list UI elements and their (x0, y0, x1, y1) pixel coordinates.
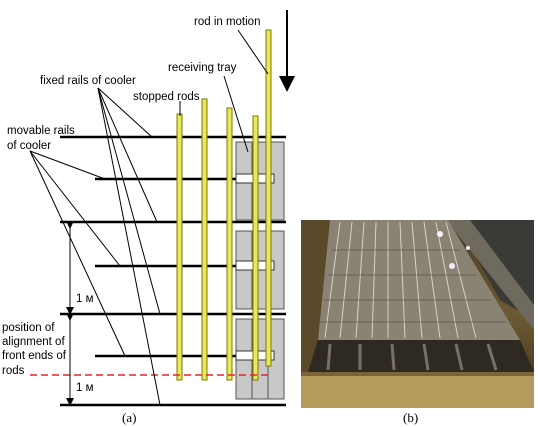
rod-in-motion (265, 29, 272, 367)
label-spacing-upper: 1 м (76, 293, 94, 305)
panel-b: (b) (301, 220, 534, 425)
caption-a: (a) (122, 410, 136, 425)
label-spacing-lower: 1 м (76, 382, 94, 394)
label-movable-rails-2: of cooler (7, 140, 51, 152)
stopped-rod (252, 115, 259, 381)
label-receiving-tray: receiving tray (168, 62, 237, 74)
stopped-rod (176, 113, 183, 381)
label-rod-in-motion: rod in motion (194, 16, 260, 28)
stopped-rod (226, 107, 233, 381)
leader-lines (29, 29, 269, 406)
label-fixed-rails: fixed rails of cooler (40, 75, 136, 87)
label-stopped-rods: stopped rods (133, 91, 200, 103)
label-alignment-1: position of (2, 322, 55, 334)
caption-b: (b) (403, 410, 418, 425)
label-movable-rails-1: movable rails (7, 125, 75, 137)
label-alignment-2: alignment of (2, 336, 65, 348)
stopped-rod (201, 98, 208, 381)
label-alignment-4: rods (2, 365, 25, 377)
panel-a: rod in motion receiving tray fixed rails… (2, 10, 295, 425)
cooler-photo (301, 220, 534, 408)
label-alignment-3: front ends of (2, 350, 67, 362)
